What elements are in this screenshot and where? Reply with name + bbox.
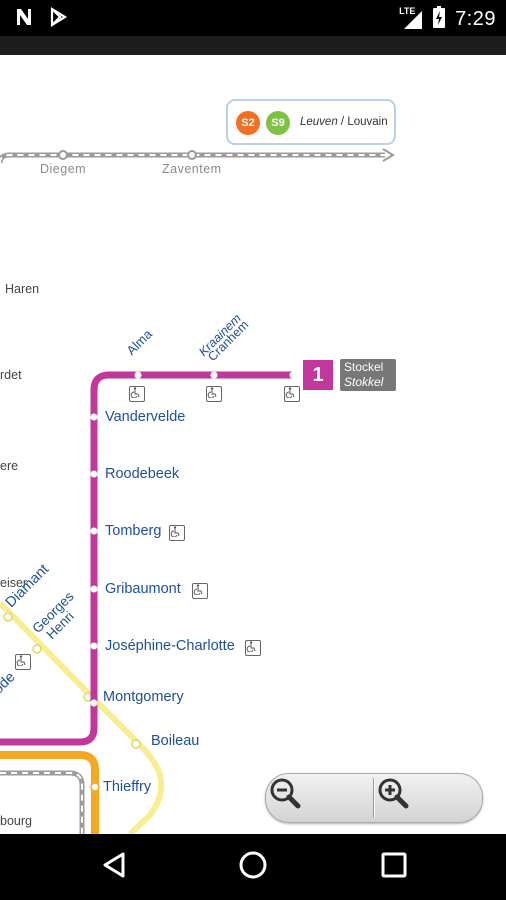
station-label-thieffry[interactable]: Thieffry: [103, 779, 152, 795]
station-marker-alma[interactable]: [134, 371, 142, 379]
station-marker-roodebeek[interactable]: [90, 470, 98, 478]
station-label-boileau[interactable]: Boileau: [151, 733, 200, 749]
station-label-fragment-eiser[interactable]: eiser: [0, 576, 28, 590]
rail-destination-separator: /: [337, 116, 348, 128]
recents-icon: [381, 852, 407, 882]
status-bar: LTE 7:29: [0, 0, 506, 36]
station-label-gribaumont[interactable]: Gribaumont: [105, 581, 181, 597]
wheelchair-icon: [15, 654, 31, 670]
station-label-montgomery[interactable]: Montgomery: [103, 689, 184, 705]
rail-destination-nl: Leuven: [300, 116, 338, 128]
recents-button[interactable]: [364, 846, 424, 888]
station-marker-josephine-charlotte[interactable]: [90, 642, 98, 650]
station-label-josephine-charlotte[interactable]: Joséphine-Charlotte: [105, 638, 235, 654]
station-marker-kraainem[interactable]: [210, 371, 218, 379]
zoom-divider: [373, 778, 375, 818]
metro-map[interactable]: S2 S9 Leuven / Louvain Diegem Zaventem H…: [0, 55, 506, 834]
wheelchair-icon: [206, 386, 222, 402]
wheelchair-icon: [245, 640, 261, 656]
station-label-haren[interactable]: Haren: [5, 282, 40, 296]
station-label-roodebeek[interactable]: Roodebeek: [105, 466, 180, 482]
terminus-label-fr: Stockel: [344, 360, 384, 374]
wheelchair-icon: [284, 386, 300, 402]
station-label-zaventem[interactable]: Zaventem: [162, 162, 222, 176]
terminus-label-nl: Stokkel: [344, 375, 384, 389]
status-time: 7:29: [455, 7, 496, 30]
back-button[interactable]: [84, 846, 144, 888]
station-marker-montgomery[interactable]: [90, 699, 98, 707]
station-marker-tomberg[interactable]: [90, 527, 98, 535]
network-label: LTE: [399, 6, 416, 16]
map-lines: [0, 148, 395, 834]
station-label-fragment-rdet[interactable]: rdet: [0, 368, 22, 382]
zoom-out-button[interactable]: [266, 774, 374, 822]
play-store-icon: [48, 7, 68, 31]
signal-icon: LTE: [399, 6, 423, 30]
terminus-box[interactable]: Stockel Stokkel: [340, 359, 396, 391]
station-marker-zaventem[interactable]: [187, 150, 197, 160]
rail-badge-s2: S2: [236, 111, 260, 135]
app-bar: [0, 36, 506, 55]
back-icon: [101, 851, 127, 883]
station-label-tomberg[interactable]: Tomberg: [105, 523, 162, 539]
home-button[interactable]: [223, 846, 283, 888]
zoom-control: [265, 773, 483, 823]
navigation-bar: [0, 834, 506, 900]
wheelchair-icon: [129, 386, 145, 402]
station-label-fragment-bourg[interactable]: bourg: [0, 814, 32, 828]
rail-destination-fr: Louvain: [347, 116, 388, 128]
line-1-badge[interactable]: 1: [303, 360, 333, 390]
rail-legend-box: S2 S9 Leuven / Louvain: [226, 99, 396, 145]
station-label-vandervelde[interactable]: Vandervelde: [105, 409, 186, 425]
zoom-in-button[interactable]: [374, 774, 482, 822]
wheelchair-icon: [192, 583, 208, 599]
rail-destination: Leuven / Louvain: [300, 116, 388, 128]
rail-badge-s9: S9: [266, 111, 290, 135]
station-marker-diegem[interactable]: [58, 150, 68, 160]
station-label-fragment-ere[interactable]: ere: [0, 459, 19, 473]
battery-charging-icon: [433, 6, 446, 32]
station-label-diegem[interactable]: Diegem: [40, 162, 87, 176]
notification-n-icon: [14, 7, 34, 31]
station-marker-vandervelde[interactable]: [90, 413, 98, 421]
wheelchair-icon: [169, 525, 185, 541]
station-marker-stockel[interactable]: [289, 371, 297, 379]
home-icon: [238, 850, 268, 884]
station-marker-gribaumont[interactable]: [90, 585, 98, 593]
